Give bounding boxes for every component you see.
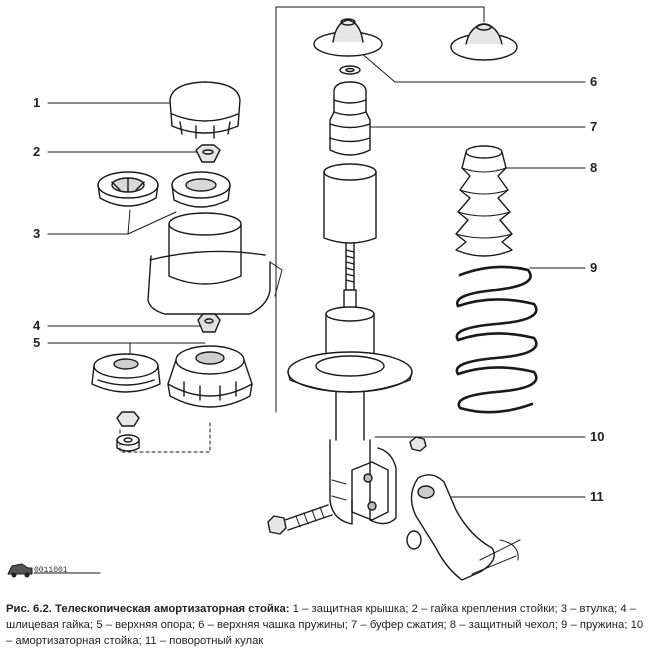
callout-10: 10	[590, 429, 605, 444]
upper-spring-cup	[313, 18, 383, 75]
shock-rod	[323, 163, 377, 309]
mounting-bolt	[267, 436, 427, 535]
shock-absorber-strut	[287, 306, 413, 525]
callout-5: 5	[33, 335, 41, 350]
steering-knuckle	[406, 474, 521, 581]
protective-cap	[169, 81, 241, 139]
figure-id: 0011001	[34, 566, 68, 575]
caption-text: 1 – защитная крышка; 2 – гайка крепления…	[6, 603, 644, 647]
callout-6: 6	[590, 74, 598, 89]
upper-mount-left	[91, 353, 161, 393]
upper-mount-right	[167, 345, 253, 408]
callout-4: 4	[33, 318, 41, 333]
bushing-center	[171, 171, 231, 208]
coil-spring	[455, 265, 538, 414]
callout-3: 3	[33, 226, 41, 241]
mount-sleeve	[147, 212, 283, 315]
strut-exploded-diagram	[7, 6, 586, 581]
bushing-left	[97, 171, 159, 207]
protective-boot	[455, 145, 513, 257]
caption-lead: Рис. 6.2. Телескопическая амортизаторная…	[6, 603, 290, 615]
callout-7: 7	[590, 119, 598, 134]
callout-9: 9	[590, 260, 598, 275]
washer-stack	[116, 411, 140, 452]
upper-spring-cup-alt	[450, 23, 518, 61]
figure-caption: Рис. 6.2. Телескопическая амортизаторная…	[6, 601, 646, 649]
callout-2: 2	[33, 144, 41, 159]
car-icon	[7, 563, 101, 578]
bump-stop	[329, 81, 371, 156]
strut-nut	[195, 144, 221, 163]
callout-8: 8	[590, 160, 598, 175]
callout-11: 11	[590, 489, 604, 504]
callout-1: 1	[33, 95, 41, 110]
splined-nut	[197, 313, 221, 333]
leader-lines	[47, 6, 586, 498]
